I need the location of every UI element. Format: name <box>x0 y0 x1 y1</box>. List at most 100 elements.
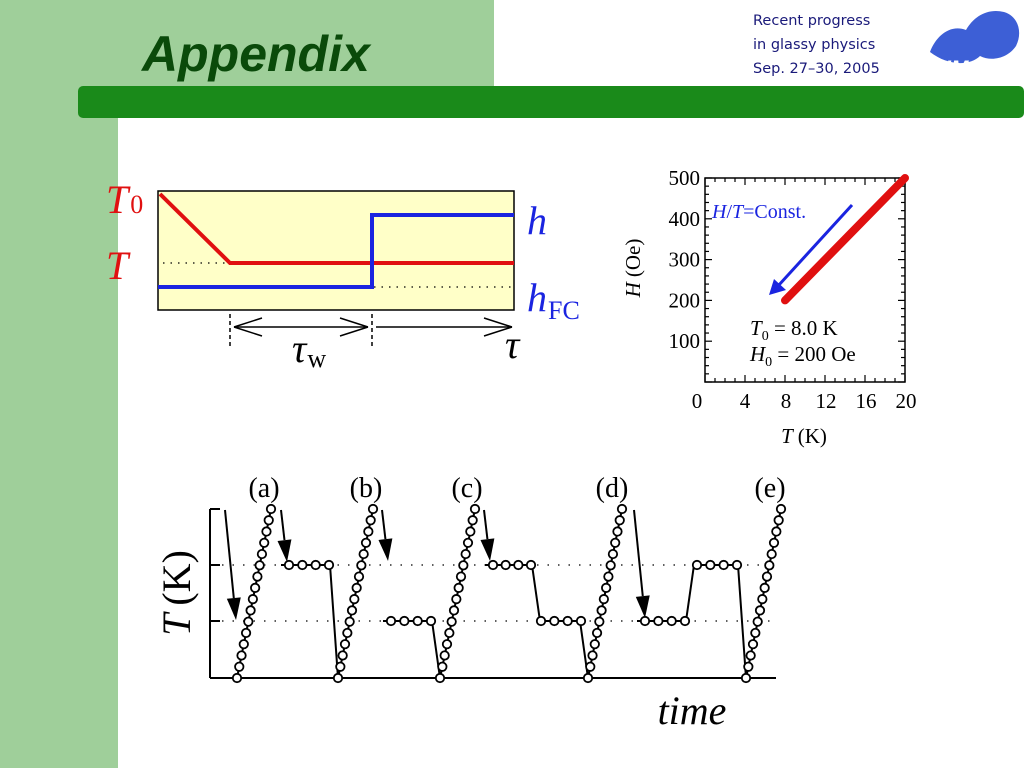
measurement-point <box>469 503 481 515</box>
tauw-arrow-right <box>339 317 369 337</box>
plot-frame <box>704 177 906 383</box>
measurement-point <box>363 526 374 537</box>
measurement-point <box>467 515 478 526</box>
measurement-point <box>465 526 476 537</box>
timeline-y-label: T(K) <box>154 550 199 636</box>
y-tick-label: 300 <box>669 248 701 272</box>
measurement-point <box>259 537 270 548</box>
label-tauw: τw <box>292 326 326 373</box>
measurement-point <box>412 615 423 627</box>
field-protocol-line <box>158 213 514 289</box>
x-tick-label: 8 <box>781 389 792 413</box>
measurement-point <box>773 515 784 526</box>
measurement-point <box>598 594 609 605</box>
measurement-point <box>513 559 524 571</box>
measurement-point <box>446 616 457 627</box>
timeline-x-label: time <box>658 688 727 733</box>
slide-title: Appendix <box>142 26 370 82</box>
measurement-point <box>639 615 651 627</box>
const-arrow-shaft <box>776 203 854 288</box>
measurement-point <box>261 526 272 537</box>
quench-arrow <box>483 509 489 540</box>
measurement-point <box>589 639 600 650</box>
measurement-point <box>768 537 780 548</box>
measurement-point <box>610 537 621 548</box>
panel-label-d: (d) <box>596 473 629 504</box>
x-tick-label: 12 <box>816 389 837 413</box>
measurement-point <box>460 548 471 560</box>
tau-arrow-right <box>483 317 513 337</box>
protocol-segment <box>637 508 782 679</box>
panel-label-e: (e) <box>754 473 785 504</box>
measurement-point <box>575 615 587 627</box>
measurement-point <box>337 650 348 661</box>
measurement-point <box>757 594 768 605</box>
measurement-point <box>367 503 379 515</box>
measurement-point <box>616 503 628 515</box>
measurement-point <box>346 605 358 616</box>
chart-x-label: T(K) <box>781 424 827 448</box>
conference-line-1: Recent progress <box>753 13 871 29</box>
measurement-point <box>365 515 376 526</box>
quench-arrow-head <box>277 539 292 562</box>
measurement-point <box>747 639 759 650</box>
measurement-point <box>444 627 455 639</box>
measurement-point <box>549 615 560 627</box>
quench-arrow-head <box>480 538 495 561</box>
measurement-point <box>614 515 625 526</box>
x-tick-label: 0 <box>692 389 703 413</box>
measurement-point <box>596 605 607 616</box>
measurement-point <box>752 616 763 627</box>
title-band <box>0 0 494 86</box>
label-hfc: hFC <box>527 275 580 325</box>
measurement-point <box>607 548 619 560</box>
measurement-point <box>605 560 616 571</box>
protocol-segment <box>281 508 374 679</box>
measurement-point <box>399 615 410 627</box>
header-rule <box>78 86 1024 118</box>
measurement-point <box>743 661 754 672</box>
y-tick-label: 100 <box>669 329 701 353</box>
measurement-point <box>594 616 605 627</box>
measurement-point <box>240 627 252 639</box>
measurement-point <box>243 616 254 627</box>
panel-label-b: (b) <box>350 473 383 504</box>
measurement-point <box>437 661 448 672</box>
measurement-point <box>349 594 360 605</box>
measurement-point <box>231 672 243 684</box>
measurement-point <box>358 548 369 560</box>
label-t: T <box>106 243 131 288</box>
measurement-points <box>231 503 787 684</box>
logo-bird-shape <box>930 10 1020 64</box>
measurement-point <box>603 571 614 582</box>
y-tick-label: 400 <box>669 207 701 231</box>
param-t0: T0 = 8.0 K <box>750 316 838 344</box>
measurement-point <box>238 639 249 650</box>
measurement-point <box>761 571 773 582</box>
measurement-point <box>740 672 752 684</box>
measurement-point <box>771 526 782 537</box>
measurement-point <box>691 559 703 571</box>
conference-info: Recent progress in glassy physics Sep. 2… <box>753 9 880 81</box>
measurement-point <box>451 594 462 605</box>
measurement-point <box>425 615 437 627</box>
measurement-point <box>535 615 547 627</box>
quench-arrow <box>224 509 235 599</box>
x-tick-label: 20 <box>896 389 917 413</box>
measurement-point <box>252 571 263 582</box>
measurement-point <box>256 548 268 560</box>
nims-logo: NIMS <box>930 10 1020 78</box>
measurement-point <box>247 594 258 605</box>
protocol-segment <box>485 508 623 679</box>
label-t0: T0 <box>106 177 143 222</box>
measurement-point <box>500 559 511 571</box>
measurement-point <box>353 571 365 582</box>
series-line <box>781 174 909 305</box>
measurement-point <box>754 605 766 616</box>
measurement-point <box>453 582 464 593</box>
tauw-arrow-left <box>233 317 263 337</box>
measurement-point <box>356 560 367 571</box>
x-tick-label: 4 <box>740 389 751 413</box>
panel-label-c: (c) <box>451 473 482 504</box>
